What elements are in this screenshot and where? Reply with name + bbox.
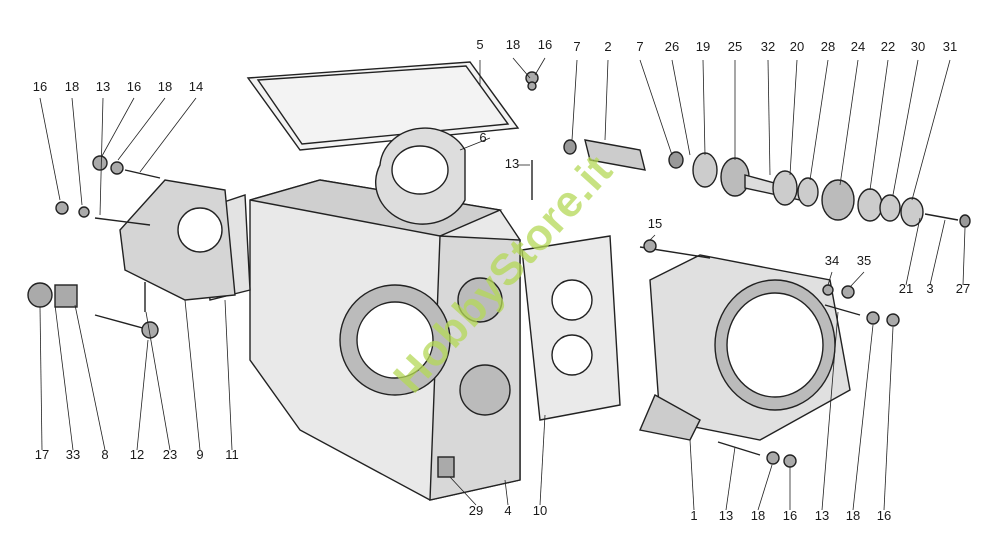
part-label: 18 — [157, 79, 173, 94]
part-label: 16 — [126, 79, 142, 94]
part-label: 8 — [101, 447, 109, 462]
part-label: 27 — [955, 281, 971, 296]
part-label: 28 — [820, 39, 836, 54]
part-label: 16 — [32, 79, 48, 94]
part-label: 19 — [695, 39, 711, 54]
part-label: 4 — [504, 503, 512, 518]
part-label: 22 — [880, 39, 896, 54]
part-label: 10 — [532, 503, 548, 518]
part-label: 33 — [65, 447, 81, 462]
part-label: 6 — [479, 130, 487, 145]
part-label: 32 — [760, 39, 776, 54]
shaft-assembly — [563, 139, 971, 228]
rear-housing — [639, 254, 851, 441]
part-label: 5 — [476, 37, 484, 52]
part-label: 16 — [876, 508, 892, 523]
part-label: 34 — [824, 253, 840, 268]
part-label: 16 — [537, 37, 553, 52]
part-label: 25 — [727, 39, 743, 54]
part-label: 35 — [856, 253, 872, 268]
part-label: 18 — [505, 37, 521, 52]
part-label: 11 — [225, 447, 239, 462]
part-label: 24 — [850, 39, 866, 54]
part-label: 26 — [664, 39, 680, 54]
part-label: 23 — [162, 447, 178, 462]
part-label: 18 — [845, 508, 861, 523]
part-label: 2 — [604, 39, 612, 54]
gasket-plate — [521, 235, 621, 421]
leader-lines — [39, 57, 966, 511]
part-label: 18 — [750, 508, 766, 523]
part-label: 30 — [910, 39, 926, 54]
part-label: 9 — [196, 447, 204, 462]
part-label: 29 — [468, 503, 484, 518]
part-label: 13 — [718, 508, 734, 523]
bracket — [119, 179, 236, 301]
part-label: 3 — [926, 281, 934, 296]
part-label: 21 — [898, 281, 914, 296]
part-label: 12 — [129, 447, 145, 462]
part-label: 18 — [64, 79, 80, 94]
part-label: 16 — [782, 508, 798, 523]
part-label: 7 — [573, 39, 581, 54]
part-label: 13 — [814, 508, 830, 523]
part-label: 17 — [34, 447, 50, 462]
part-label: 1 — [690, 508, 698, 523]
main-housing — [249, 179, 521, 501]
part-label: 14 — [188, 79, 204, 94]
part-label: 13 — [504, 156, 520, 171]
part-label: 13 — [95, 79, 111, 94]
part-label: 31 — [942, 39, 958, 54]
top-gasket — [246, 61, 520, 151]
fasteners — [27, 71, 900, 478]
part-label: 7 — [636, 39, 644, 54]
part-label: 15 — [647, 216, 663, 231]
part-label: 20 — [789, 39, 805, 54]
